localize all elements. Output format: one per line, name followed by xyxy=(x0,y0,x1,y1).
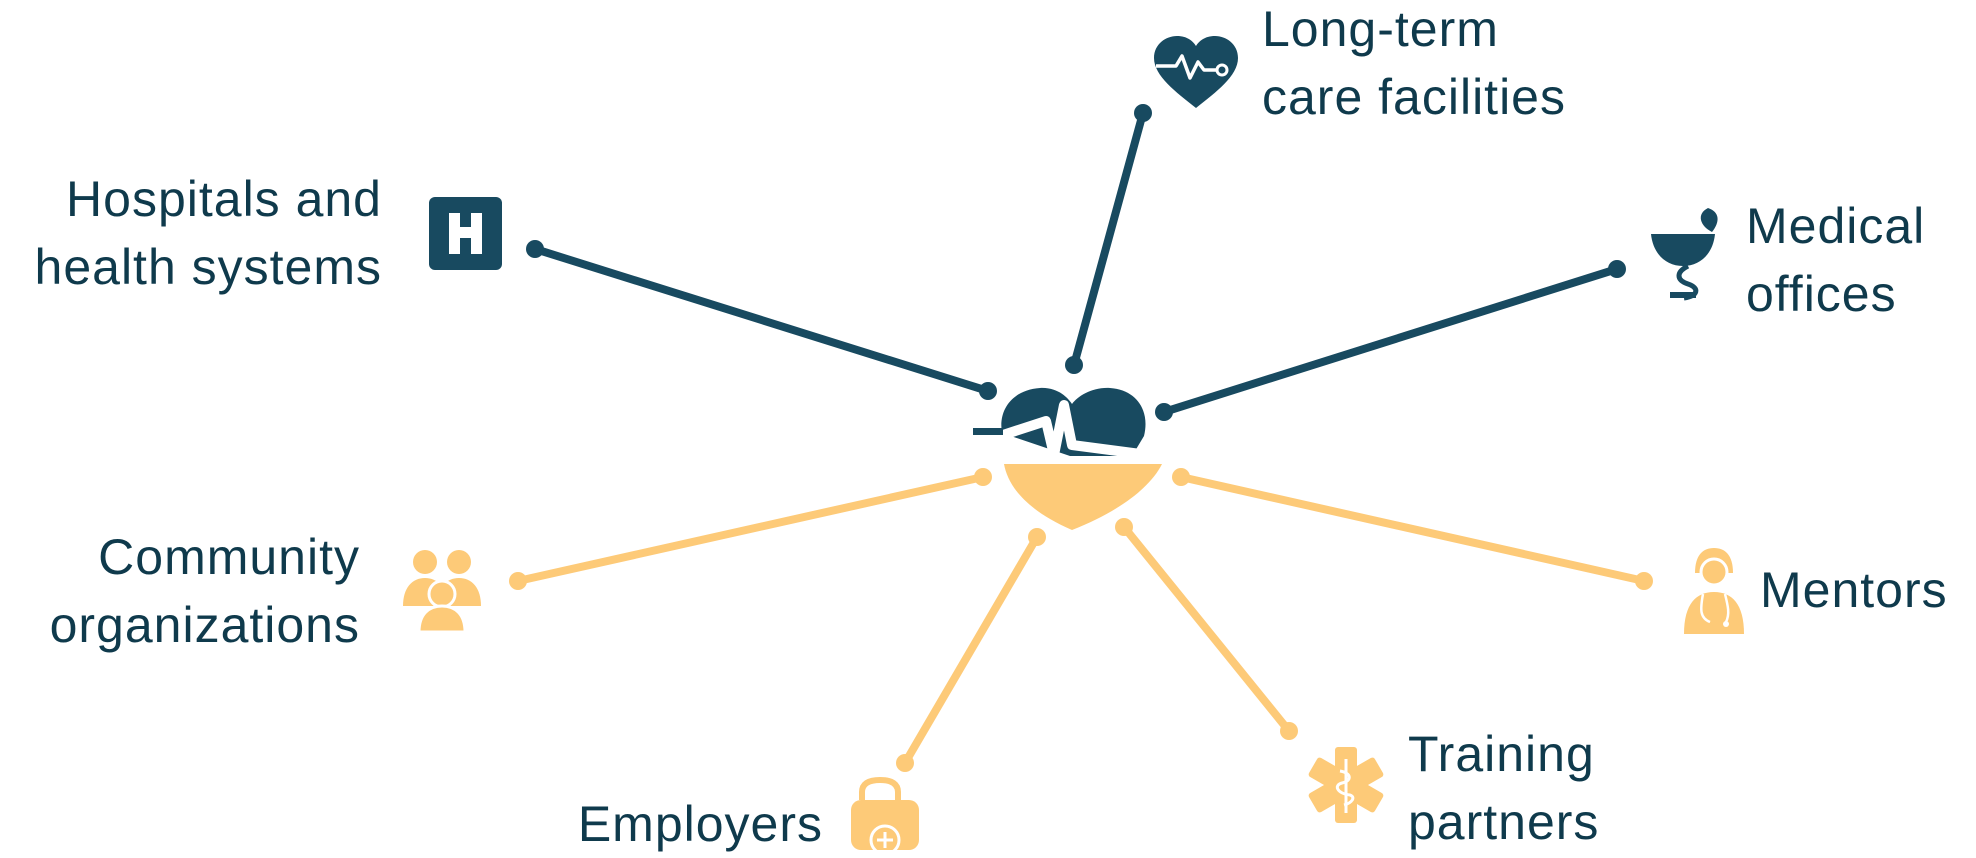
connector-employers xyxy=(896,528,1046,772)
medical-bag-icon xyxy=(851,776,919,850)
label-hospitals: Hospitals and health systems xyxy=(0,165,382,301)
label-long-term-care-line-1: Long-term xyxy=(1262,1,1499,57)
heart-ecg-icon xyxy=(1154,36,1238,108)
label-community: Community organizations xyxy=(0,523,360,659)
label-training-line-1: Training xyxy=(1408,726,1595,782)
connector-community xyxy=(509,468,992,590)
heart-pulse-icon xyxy=(973,387,1162,530)
label-employers: Employers xyxy=(500,790,823,858)
label-training-line-2: partners xyxy=(1408,794,1600,850)
label-long-term-care-line-2: care facilities xyxy=(1262,69,1566,125)
connector-long-term-care xyxy=(1065,104,1152,374)
label-hospitals-line-2: health systems xyxy=(34,239,382,295)
label-medical-offices-line-1: Medical xyxy=(1746,198,1926,254)
label-training: Training partners xyxy=(1408,720,1599,856)
hospital-h-icon xyxy=(429,197,502,270)
label-mentors-line-1: Mentors xyxy=(1760,562,1948,618)
label-community-line-2: organizations xyxy=(49,597,360,653)
connector-training xyxy=(1115,518,1298,740)
label-employers-line-1: Employers xyxy=(577,796,823,852)
label-long-term-care: Long-term care facilities xyxy=(1262,0,1566,131)
connector-medical-offices xyxy=(1155,260,1626,421)
label-community-line-1: Community xyxy=(98,529,360,585)
connector-mentors xyxy=(1172,468,1653,590)
label-mentors: Mentors xyxy=(1760,556,1948,624)
star-of-life-icon xyxy=(1308,747,1384,823)
connector-hospitals xyxy=(526,240,997,400)
label-medical-offices-line-2: offices xyxy=(1746,266,1897,322)
label-hospitals-line-1: Hospitals and xyxy=(66,171,382,227)
label-medical-offices: Medical offices xyxy=(1746,192,1925,328)
medicine-cup-icon xyxy=(1651,208,1718,301)
people-group-icon xyxy=(403,550,481,634)
doctor-icon xyxy=(1684,548,1744,634)
